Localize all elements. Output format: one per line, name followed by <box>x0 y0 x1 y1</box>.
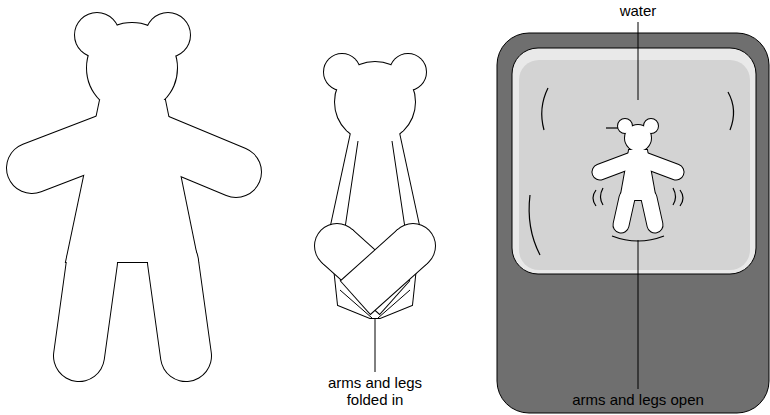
arm-fill <box>356 246 413 297</box>
bear-arm <box>644 160 676 172</box>
bear-head <box>625 125 651 151</box>
bear-leg <box>649 198 655 225</box>
leader-line <box>638 240 639 389</box>
open-paper-bear <box>600 119 676 225</box>
folded-paper-bear <box>314 54 436 372</box>
bear-leg <box>173 262 186 356</box>
ripple <box>529 195 540 255</box>
bear-leg <box>621 198 627 225</box>
bear-arm <box>147 135 236 172</box>
callout-label: arms and legs folded in <box>310 374 440 408</box>
tray-rim <box>512 48 756 274</box>
water-surface <box>519 60 750 270</box>
tray-body <box>497 33 769 413</box>
bear-body <box>330 128 420 318</box>
ripple <box>601 188 604 205</box>
bear-body <box>330 128 420 318</box>
arm-outline <box>355 246 413 298</box>
bear-fill <box>324 54 426 318</box>
bear-leg <box>79 262 92 356</box>
bear-arm <box>147 135 236 172</box>
bear-leg <box>79 262 92 356</box>
bear-leg <box>649 198 655 225</box>
ripple <box>593 190 596 206</box>
leader-line <box>638 22 639 100</box>
leader-line <box>375 318 376 372</box>
fold-line <box>392 141 405 228</box>
ripple <box>542 88 548 130</box>
bear-leg <box>621 198 627 225</box>
bear-arm <box>32 135 118 168</box>
bear-arm <box>600 160 632 172</box>
ripple <box>680 190 683 206</box>
bear-head <box>335 62 415 142</box>
bear-arm <box>32 135 118 168</box>
bear-fill <box>600 160 676 225</box>
folded-arm <box>355 223 436 298</box>
bear-outline <box>324 54 426 318</box>
ripple <box>728 92 734 130</box>
bear-head <box>335 62 415 142</box>
bear-leg <box>173 262 186 356</box>
bear-head <box>625 125 651 151</box>
bear-fill <box>32 135 236 356</box>
ripple <box>673 188 676 205</box>
water-tray <box>497 22 769 413</box>
fold-line <box>345 141 358 228</box>
flat-paper-bear <box>32 13 236 356</box>
callout-label: water <box>593 2 683 19</box>
callout-label: arms and legs open <box>538 391 738 408</box>
ripples <box>529 88 733 255</box>
bear-head <box>87 23 177 113</box>
bear-head <box>87 23 177 113</box>
